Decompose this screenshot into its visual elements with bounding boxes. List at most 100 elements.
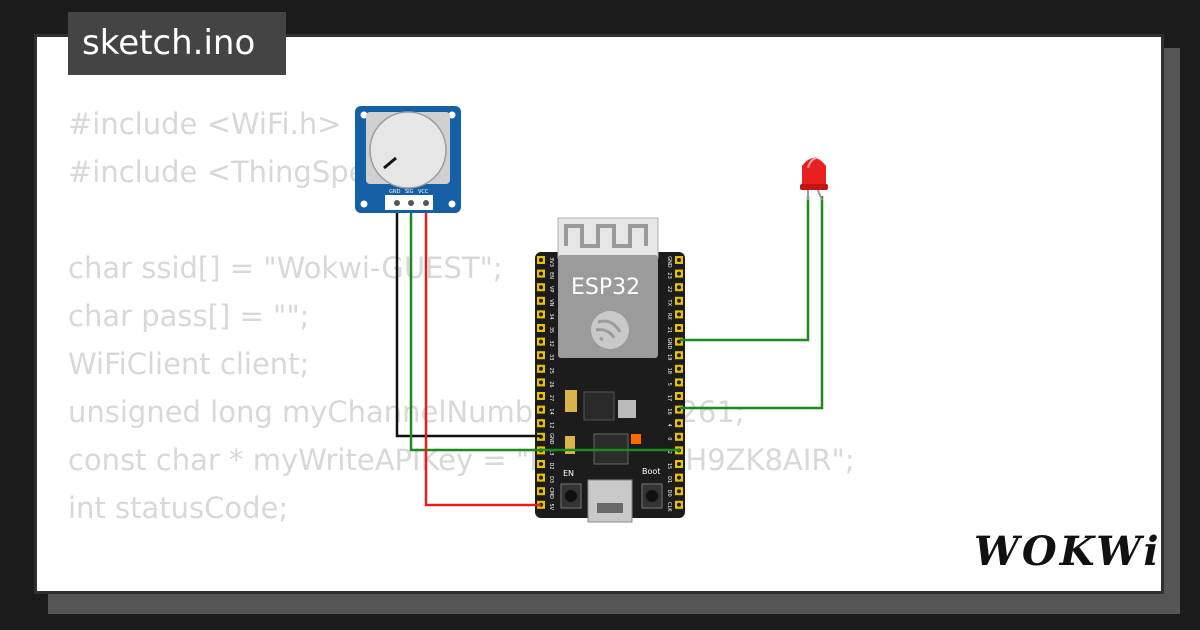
- en-button-cap: [565, 490, 577, 502]
- header-pin-hole: [539, 285, 543, 290]
- usb-port: [587, 479, 633, 523]
- header-pin-label: 25: [548, 368, 554, 374]
- wires: [395, 196, 824, 507]
- header-pin-label: 14: [548, 408, 554, 414]
- led-highlight: [807, 157, 817, 169]
- header-pin-hole: [677, 312, 681, 317]
- pot-pin: [408, 200, 414, 206]
- header-pin-label: VN: [548, 299, 554, 306]
- header-pin-label: 18: [666, 368, 672, 374]
- header-pin-hole: [539, 339, 543, 344]
- header-pin-hole: [677, 326, 681, 330]
- code-background: #include <WiFi.h> #include <ThingSpeak.h…: [68, 100, 855, 532]
- header-pin-label: 3V3: [548, 257, 554, 267]
- header-pin-hole: [539, 258, 543, 262]
- wire-vcc: [424, 203, 541, 507]
- header-pin-label: 33: [548, 354, 554, 360]
- code-line: #include <WiFi.h>: [68, 107, 342, 141]
- header-pin-hole: [677, 380, 681, 385]
- antenna-trace: [564, 224, 648, 248]
- en-button-label: EN: [563, 469, 574, 478]
- power-led: [631, 434, 641, 444]
- header-pin-hole: [539, 366, 543, 371]
- wire-led-anode: [680, 196, 824, 410]
- header-pin-hole: [539, 353, 543, 358]
- header-pin-hole: [677, 298, 681, 303]
- header-pin-hole: [539, 462, 543, 466]
- pot-pin-label: SIG: [405, 189, 414, 195]
- pot-pin-label: VCC: [418, 189, 429, 195]
- header-pin-label: 5V: [548, 503, 554, 510]
- header-pin-hole: [539, 407, 543, 412]
- header-pin-hole: [539, 298, 543, 303]
- wire-signal: [409, 203, 680, 452]
- regulator-chip: [583, 391, 615, 421]
- esp32-label: ESP32: [571, 275, 640, 300]
- header-pin-label: 5: [666, 383, 672, 386]
- header-pin-label: 2: [666, 451, 672, 454]
- header-pin-hole: [539, 326, 543, 330]
- wire-led-cathode: [680, 196, 810, 342]
- pot-pin-label: GND: [389, 189, 401, 195]
- header-pin-label: D1: [666, 476, 672, 483]
- header-pin-hole: [677, 271, 681, 276]
- pot-knob-indicator: [383, 156, 397, 170]
- header-pin-hole: [677, 394, 681, 398]
- header-pin-label: D3: [548, 476, 554, 483]
- header-pin-hole: [677, 489, 681, 494]
- header-pin-label: D0: [666, 490, 672, 497]
- header-pin-label: 34: [548, 313, 554, 319]
- red-led[interactable]: [800, 157, 828, 201]
- boot-button-cap: [646, 490, 658, 502]
- header-pin-label: VP: [548, 286, 554, 292]
- espressif-logo-mark: [595, 319, 622, 342]
- mount-hole: [360, 111, 368, 119]
- header-pin-hole: [539, 394, 543, 398]
- header-pin-label: RX: [666, 313, 672, 320]
- header-pin-hole: [677, 366, 681, 371]
- smd-component: [565, 390, 577, 412]
- pot-knob[interactable]: [369, 111, 447, 189]
- header-pin-label: EN: [548, 272, 554, 279]
- header-pin-label: 32: [548, 340, 554, 346]
- led-rim: [800, 184, 828, 190]
- file-tab-title: sketch.ino: [68, 12, 286, 75]
- code-line: char pass[] = "";: [68, 299, 310, 333]
- smd-component: [618, 400, 636, 418]
- mount-hole: [448, 200, 456, 208]
- header-pin-label: 15: [666, 463, 672, 469]
- header-pin-hole: [677, 353, 681, 358]
- esp32-left-header: 3V3ENVPVN343532332526271412GND13D2D3CMD5…: [537, 256, 554, 511]
- header-pin-hole: [539, 489, 543, 494]
- header-pin-label: 21: [666, 327, 672, 333]
- header-pin-label: GND: [548, 433, 554, 445]
- header-pin-label: 23: [666, 272, 672, 278]
- mount-hole: [448, 111, 456, 119]
- header-pin-label: CMD: [548, 487, 554, 499]
- wire-gnd: [395, 203, 541, 438]
- header-pin-hole: [677, 258, 681, 262]
- header-pin-label: 19: [666, 354, 672, 360]
- boot-button-label: Boot: [642, 467, 660, 476]
- header-pin-label: 0: [666, 437, 672, 440]
- header-pin-label: TX: [666, 299, 672, 307]
- usb-port-opening: [597, 503, 623, 513]
- header-pin-hole: [677, 475, 681, 480]
- esp32-board: ESP32 EN Boot 3V3ENVPVN34353233252627141…: [535, 217, 685, 523]
- pot-pin: [423, 200, 429, 206]
- code-line: char ssid[] = "Wokwi-GUEST";: [68, 251, 503, 285]
- header-pin-hole: [539, 421, 543, 426]
- header-pin-label: D2: [548, 462, 554, 469]
- header-pin-hole: [677, 502, 681, 507]
- potentiometer[interactable]: GND SIG VCC: [355, 106, 461, 213]
- header-pin-hole: [539, 380, 543, 385]
- header-pin-label: 26: [548, 381, 554, 387]
- code-line: WiFiClient client;: [68, 347, 310, 381]
- header-pin-hole: [539, 312, 543, 317]
- header-pin-hole: [539, 475, 543, 480]
- header-pin-label: 27: [548, 395, 554, 401]
- header-pin-label: GND: [666, 256, 672, 268]
- pot-pin: [394, 200, 400, 206]
